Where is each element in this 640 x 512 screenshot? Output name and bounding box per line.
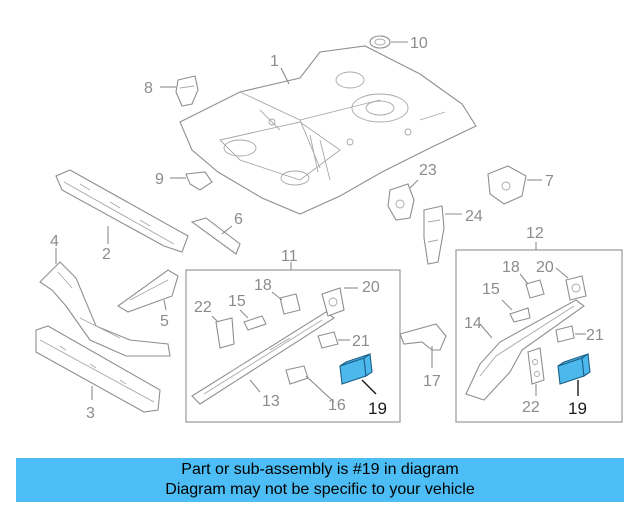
part-6-strip <box>190 217 241 255</box>
callout-4: 4 <box>50 233 59 250</box>
callout-17: 17 <box>423 373 441 390</box>
callout-18: 18 <box>254 277 272 294</box>
leader-6 <box>221 225 233 235</box>
part-24-bracket <box>423 205 445 265</box>
callout-14b: 14 <box>464 315 482 332</box>
callout-10: 10 <box>410 35 428 52</box>
part-3-crossmember <box>35 325 161 413</box>
callout-16: 16 <box>328 397 346 414</box>
part-19-highlighted[interactable] <box>339 353 373 385</box>
leader-14 <box>479 323 493 339</box>
part-21b-clip <box>555 325 575 343</box>
callout-24: 24 <box>465 208 483 225</box>
part-20b-plate <box>565 275 587 301</box>
callout-2: 2 <box>102 246 111 263</box>
callout-23: 23 <box>419 162 437 179</box>
callout-21: 21 <box>352 333 370 350</box>
part-22-bracket <box>215 317 235 349</box>
callout-22b: 22 <box>522 399 540 416</box>
leader-16 <box>305 375 335 403</box>
group-12-box <box>455 249 623 423</box>
callout-15b: 15 <box>482 281 500 298</box>
part-4-arch-member <box>39 261 171 357</box>
part-1-floor-pan <box>179 45 477 215</box>
info-banner: Part or sub-assembly is #19 in diagram D… <box>16 458 624 502</box>
part-15-clip <box>243 315 267 331</box>
group-11-box <box>185 269 401 423</box>
callout-20b: 20 <box>536 259 554 276</box>
leader-1 <box>280 67 290 85</box>
callout-19: 19 <box>368 399 387 418</box>
callout-12: 12 <box>526 225 544 242</box>
leader-18b <box>519 273 529 285</box>
part-15b-clip <box>509 307 531 323</box>
leader-19 <box>361 379 377 395</box>
part-14-rail <box>465 299 585 401</box>
banner-line-2: Diagram may not be specific to your vehi… <box>165 481 475 498</box>
callout-11: 11 <box>281 248 298 265</box>
part-8-bracket <box>175 75 199 107</box>
part-10-grommet <box>369 35 391 49</box>
part-18b-bracket <box>525 279 545 299</box>
leader-20b <box>555 267 569 279</box>
part-2-crossmember <box>55 169 189 253</box>
callout-6: 6 <box>234 211 243 228</box>
part-7-bracket <box>487 165 527 205</box>
part-20-plate <box>321 287 345 317</box>
part-21-clip <box>317 331 339 349</box>
callout-20: 20 <box>362 279 380 296</box>
callout-8: 8 <box>144 80 153 97</box>
part-17-bracket <box>399 323 447 351</box>
callout-3: 3 <box>86 405 95 422</box>
callout-5: 5 <box>160 313 169 330</box>
callout-21b: 21 <box>586 327 604 344</box>
leader-23 <box>409 179 419 189</box>
callout-22: 22 <box>194 299 212 316</box>
callout-1: 1 <box>270 53 279 70</box>
callout-18b: 18 <box>502 259 520 276</box>
leader-18 <box>271 291 283 301</box>
leader-13 <box>249 379 261 393</box>
leader-15 <box>239 309 249 319</box>
leader-5 <box>163 299 167 311</box>
callout-19b: 19 <box>568 399 587 418</box>
part-9-bracket <box>185 171 213 191</box>
callout-9: 9 <box>155 171 164 188</box>
part-18-bracket <box>279 293 301 315</box>
parts-diagram: 10 1 8 9 23 24 <box>35 35 623 423</box>
callout-13: 13 <box>262 393 280 410</box>
leader-22 <box>211 315 219 323</box>
part-5-bracket <box>117 269 179 313</box>
callout-7: 7 <box>545 173 554 190</box>
leader-15b <box>501 299 513 311</box>
part-13-rail <box>191 311 335 405</box>
banner-line-1: Part or sub-assembly is #19 in diagram <box>181 461 459 478</box>
part-22b-bracket <box>527 347 545 385</box>
part-16-bracket <box>285 365 309 385</box>
callout-15: 15 <box>228 293 246 310</box>
part-19b-highlighted[interactable] <box>557 353 591 385</box>
part-23-bracket <box>387 183 415 221</box>
